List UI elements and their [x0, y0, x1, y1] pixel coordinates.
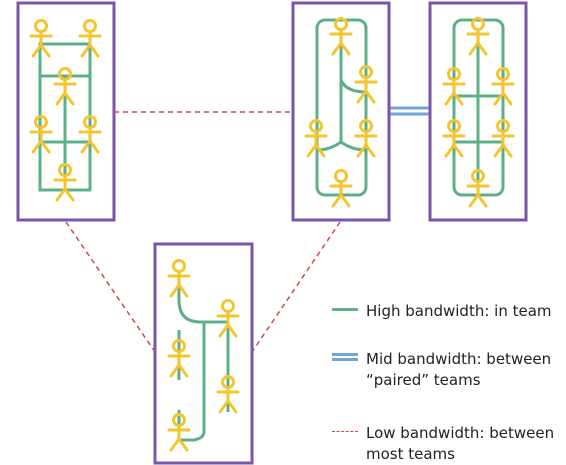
team-2-border [291, 1, 391, 222]
legend-mid-line2: “paired” teams [366, 371, 481, 389]
team-3-border [428, 1, 528, 222]
legend-high-line1: High bandwidth: in team [366, 302, 552, 320]
low-bandwidth-links [65, 111, 341, 353]
team-1-border [16, 1, 116, 222]
legend-mid-bandwidth: Mid bandwidth: between “paired” teams [332, 349, 551, 391]
person-icon [329, 169, 353, 208]
low-link-team1-team4 [65, 221, 156, 353]
low-link-team2-team4 [251, 221, 341, 353]
legend-mid-line1: Mid bandwidth: between [366, 350, 552, 368]
low-bandwidth-dashed-line-icon [332, 423, 358, 439]
team-box-1 [16, 1, 116, 222]
team-3-high-bandwidth-links [452, 18, 505, 197]
legend-low-line1: Low bandwidth: between [366, 424, 555, 442]
high-bandwidth-line-icon [332, 301, 358, 317]
team-box-4 [153, 242, 254, 465]
team-2-high-bandwidth-links [315, 18, 368, 197]
team-4-high-bandwidth-links [177, 270, 230, 442]
legend-high-bandwidth: High bandwidth: in team [332, 301, 552, 322]
team-box-3 [428, 1, 528, 222]
mid-bandwidth-double-line-icon [332, 349, 358, 365]
mid-bandwidth-link [389, 106, 431, 116]
team-box-2 [291, 1, 391, 222]
team-1-high-bandwidth-links [38, 42, 92, 192]
legend-low-bandwidth: Low bandwidth: between most teams [332, 423, 554, 465]
team-4-border [153, 242, 254, 465]
legend-low-line2: most teams [366, 445, 455, 463]
